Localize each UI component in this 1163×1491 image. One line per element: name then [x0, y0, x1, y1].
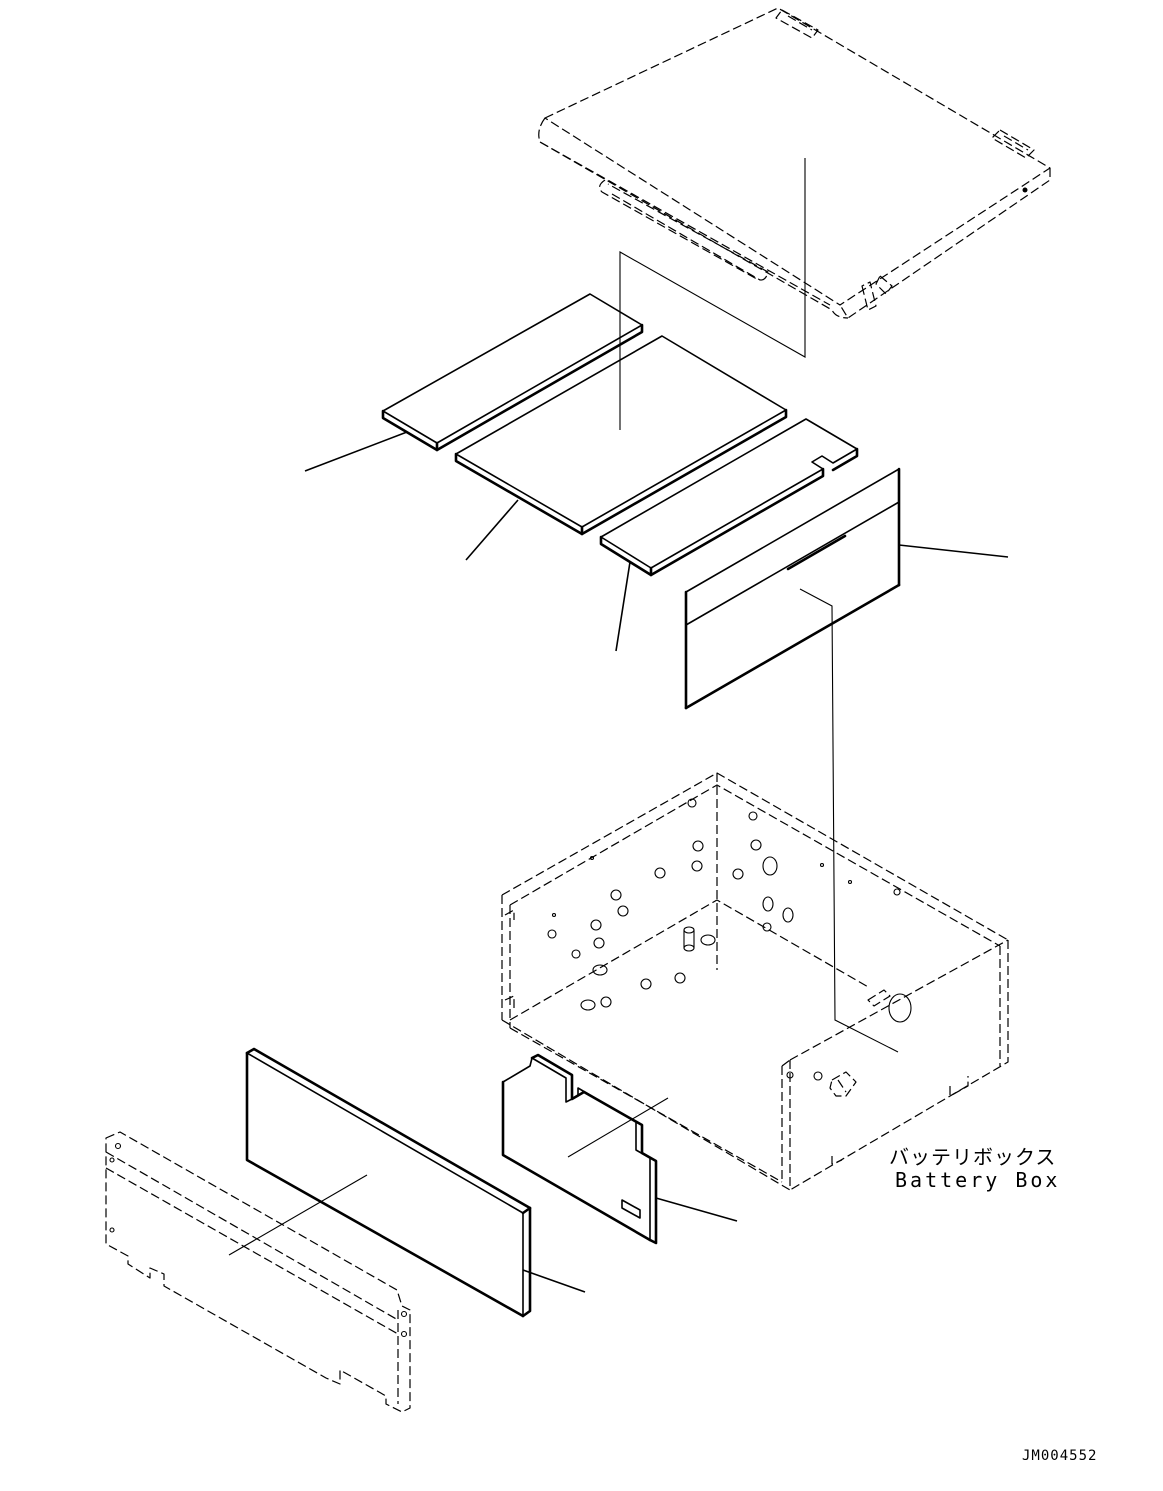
front-center-line — [228, 1174, 368, 1256]
leader-top-pad-right — [615, 561, 631, 652]
leader-front-pad — [522, 1269, 586, 1293]
top-pad-left — [381, 293, 644, 452]
front-plate — [105, 1131, 411, 1413]
leader-top-pad-center — [465, 499, 519, 561]
side-pad-center-line — [799, 588, 899, 1053]
top-pad-center — [454, 335, 788, 536]
front-pad — [245, 1047, 532, 1318]
leader-lines — [304, 431, 1009, 1293]
leader-side-pad — [898, 544, 1009, 558]
battery-box-cover — [538, 7, 1051, 319]
drawing-number: JM004552 — [1022, 1448, 1098, 1464]
battery-box-body — [501, 772, 1009, 1191]
notched-pad — [501, 1053, 669, 1245]
battery-box-label-english: Battery Box — [895, 1168, 1061, 1192]
cover-center-line — [619, 158, 806, 430]
leader-top-pad-left — [304, 431, 408, 472]
top-pad-right — [599, 418, 859, 577]
battery-box-label-japanese: バッテリボックス — [889, 1145, 1057, 1169]
side-pad-right — [684, 467, 901, 710]
leader-notched-pad — [655, 1197, 738, 1222]
